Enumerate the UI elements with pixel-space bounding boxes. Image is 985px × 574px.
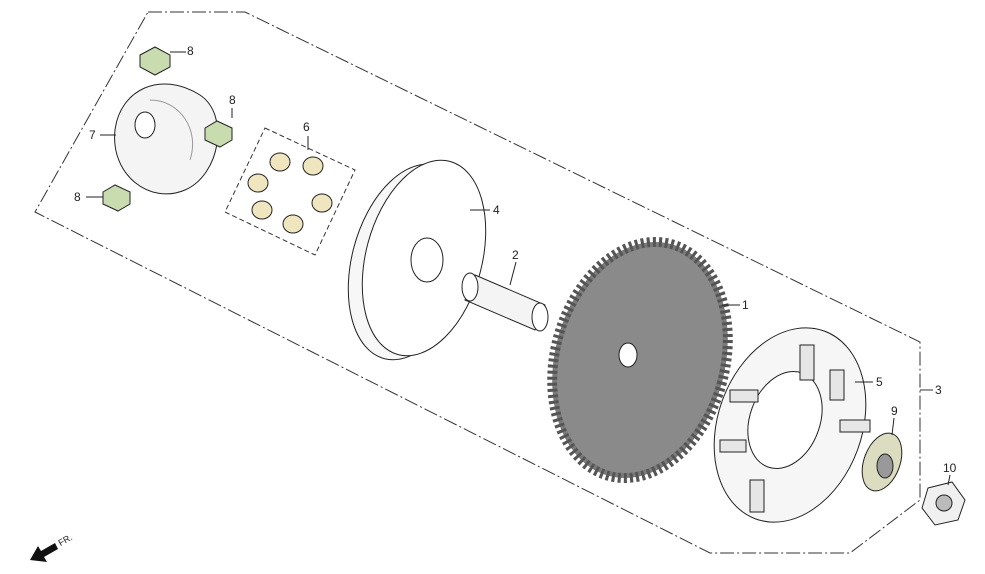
part-5-cooling-fan xyxy=(713,327,873,523)
label-part-10: 10 xyxy=(943,461,957,475)
label-part-8: 8 xyxy=(187,44,194,58)
part-9-washer xyxy=(861,417,903,492)
part-1-drive-face-gear xyxy=(547,237,740,483)
part-10-nut xyxy=(921,474,966,526)
label-part-7: 7 xyxy=(89,128,96,142)
part-7-ramp-plate xyxy=(100,83,219,195)
label-part-5: 5 xyxy=(876,375,883,389)
label-part-8: 8 xyxy=(229,93,236,107)
assembly-boundary xyxy=(34,11,921,554)
label-part-4: 4 xyxy=(493,203,500,217)
label-part-1: 1 xyxy=(742,298,749,312)
part-6-rollers xyxy=(224,127,356,256)
label-part-3: 3 xyxy=(935,383,942,397)
part-2-collar xyxy=(461,261,549,332)
label-part-8: 8 xyxy=(74,190,81,204)
part-8-sliders xyxy=(86,46,233,212)
label-part-2: 2 xyxy=(512,248,519,262)
label-part-9: 9 xyxy=(891,404,898,418)
part-4-movable-drive-face xyxy=(347,159,490,361)
front-direction-arrow-icon xyxy=(30,543,58,562)
label-part-6: 6 xyxy=(303,120,310,134)
